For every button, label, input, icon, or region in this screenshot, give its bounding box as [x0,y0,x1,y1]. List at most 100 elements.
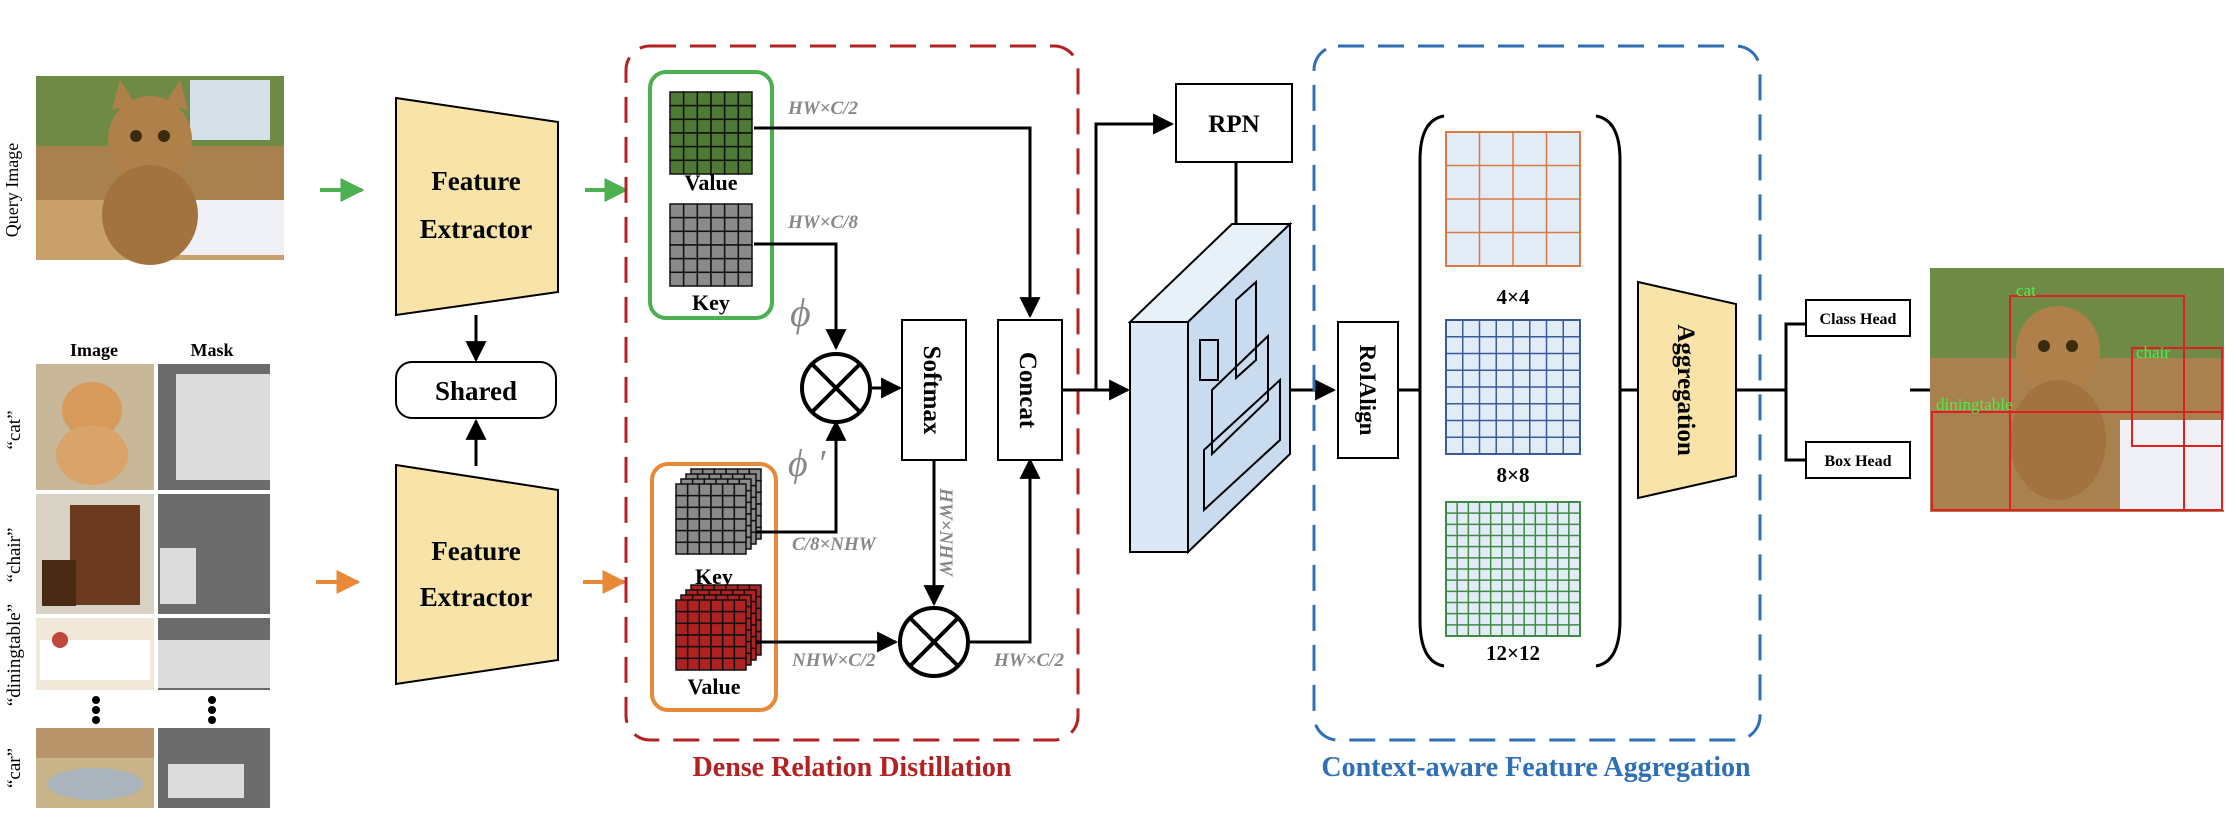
grid-4x4 [1445,131,1581,267]
support-key-cell [698,529,712,544]
query-value-cell [710,104,726,121]
output-detection-image: cat chair diningtable [1930,268,2224,512]
support-key-cell [675,494,689,509]
support-class-car: “car” [4,748,25,788]
support-key-matrix [675,468,762,555]
query-key-cell [669,203,685,219]
query-value-cell [723,145,740,162]
support-key-cell [686,494,701,509]
svg-text:Class Head: Class Head [1820,311,1897,328]
branch-to-class-head [1784,322,1806,390]
query-value-cell [710,132,726,148]
query-key-cell [723,203,740,219]
query-key-cell [682,216,699,233]
query-image [36,76,284,265]
support-key-cell [710,494,724,509]
query-key-cell [723,230,740,246]
query-value-cell [737,118,753,134]
support-value-matrix [675,584,762,671]
query-key-cell [710,230,726,246]
support-key-cell [686,529,701,544]
query-key-cell [723,216,740,233]
support-key-cell [675,529,689,544]
support-value-cell [675,599,689,613]
drd-dashed-border [624,44,1080,742]
query-value-cell [669,104,685,121]
roialign-box: RoIAlign [1337,321,1399,459]
dim-support-key: C/8×NHW [792,534,877,555]
dim-support-value: NHW×C/2 [791,650,876,671]
support-key-cell [710,518,724,532]
svg-text:RPN: RPN [1208,111,1259,138]
support-mask-header: Mask [190,340,233,360]
support-key-cell [675,506,689,520]
class-head-box: Class Head [1805,299,1911,337]
feature-extractor-support: Feature Extractor [395,463,559,686]
support-value-cell [721,610,736,625]
support-key-cell [698,494,712,509]
query-value-cell [669,159,685,175]
query-key-matrix [669,203,753,287]
query-key-cell [710,271,726,287]
query-value-cell [723,118,740,134]
query-key-cell [682,230,699,246]
detection-label-diningtable: diningtable [1936,395,2012,414]
query-key-cell [682,257,699,274]
grid-8x8-label: 8×8 [1497,463,1530,487]
detection-label-cat: cat [2016,281,2036,300]
query-value-cell [737,104,753,121]
query-key-cell [682,244,699,260]
branch-to-box-head [1784,390,1806,462]
query-key-cell [737,230,753,246]
support-value-cell [721,645,736,660]
query-key-cell [669,230,685,246]
support-value-label: Value [688,674,741,699]
support-mask-car [158,728,270,808]
support-value-cell [686,610,701,625]
query-value-cell [723,132,740,148]
grids-left-bracket [1418,114,1445,668]
query-key-cell [696,244,712,260]
query-key-cell [696,230,712,246]
support-value-cell [675,645,689,660]
support-value-cell [710,622,724,636]
query-key-cell [737,244,753,260]
svg-text:RoIAlign: RoIAlign [1355,345,1380,436]
query-value-cell [696,104,712,121]
support-key-cell [721,483,736,497]
support-mask-diningtable [158,618,270,690]
dim-softmax: HW×NHW [935,487,956,577]
support-value-cell [721,622,736,636]
query-key-cell [669,244,685,260]
support-key-cell [686,506,701,520]
query-section: Query Image [2,76,284,265]
query-key-cell [682,203,699,219]
support-key-cell [710,529,724,544]
query-key-cell [723,257,740,274]
support-key-cell [675,483,689,497]
support-value-cell [710,610,724,625]
support-value-cell [698,599,712,613]
softmax-box: Softmax [901,319,967,461]
dim-query-value: HW×C/2 [787,98,858,119]
query-key-cell [710,244,726,260]
query-value-cell [669,132,685,148]
support-key-cell [710,506,724,520]
support-value-cell [686,645,701,660]
support-value-cell [698,610,712,625]
svg-text:Feature: Feature [431,536,520,566]
query-value-cell [696,118,712,134]
query-key-cell [710,203,726,219]
query-value-cell [669,118,685,134]
support-value-cell [733,657,747,671]
query-key-cell [696,203,712,219]
support-ellipsis [92,696,216,724]
support-kv-box [650,462,778,712]
query-key-cell [737,271,753,287]
support-image-car [36,728,154,808]
query-key-cell [696,257,712,274]
phi-symbol: ϕ [790,290,811,335]
query-value-cell [682,118,699,134]
query-value-cell [669,91,685,107]
query-key-cell [710,216,726,233]
